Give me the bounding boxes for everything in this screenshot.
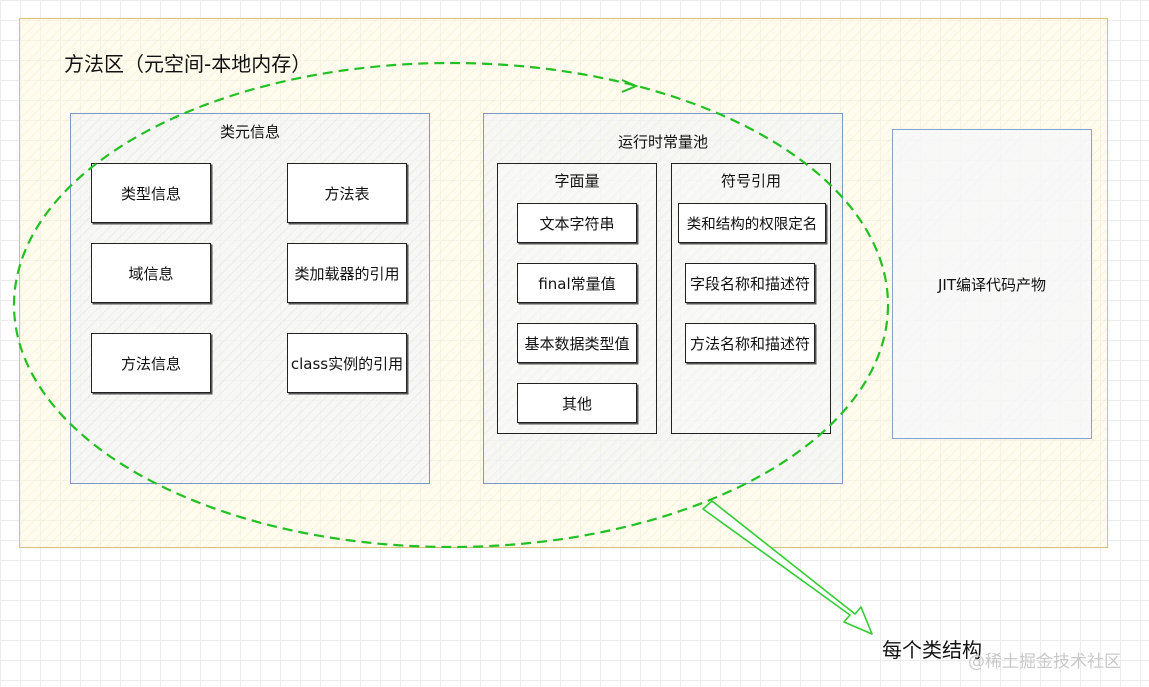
primitive-value-box: 基本数据类型值 xyxy=(517,323,637,363)
method-area-title: 方法区（元空间-本地内存） xyxy=(64,52,312,76)
method-info-box: 方法信息 xyxy=(91,333,211,393)
final-constant-box: final常量值 xyxy=(517,263,637,303)
qualified-name-box: 类和结构的权限定名 xyxy=(678,203,826,243)
symbol-refs-title: 符号引用 xyxy=(720,172,781,190)
per-class-structure-label: 每个类结构 xyxy=(882,638,982,662)
class-instance-ref-box: class实例的引用 xyxy=(287,333,407,393)
method-table-box: 方法表 xyxy=(287,163,407,223)
method-descriptor-box: 方法名称和描述符 xyxy=(685,323,815,363)
classloader-ref-box: 类加载器的引用 xyxy=(287,243,407,303)
other-literal-box: 其他 xyxy=(517,383,637,423)
literals-title: 字面量 xyxy=(554,172,600,190)
field-info-box: 域信息 xyxy=(91,243,211,303)
field-descriptor-box: 字段名称和描述符 xyxy=(685,263,815,303)
jit-code-box: JIT编译代码产物 xyxy=(892,129,1092,439)
callout-arrow xyxy=(702,500,873,635)
watermark: @稀土掘金技术社区 xyxy=(968,652,1121,672)
class-meta-title: 类元信息 xyxy=(219,123,280,141)
jit-code-label: JIT编译代码产物 xyxy=(937,275,1046,294)
text-string-box: 文本字符串 xyxy=(517,203,637,243)
type-info-box: 类型信息 xyxy=(91,163,211,223)
per-class-dashed-ellipse xyxy=(12,61,890,549)
runtime-pool-title: 运行时常量池 xyxy=(617,133,708,151)
ellipse-arrowhead xyxy=(621,79,639,93)
